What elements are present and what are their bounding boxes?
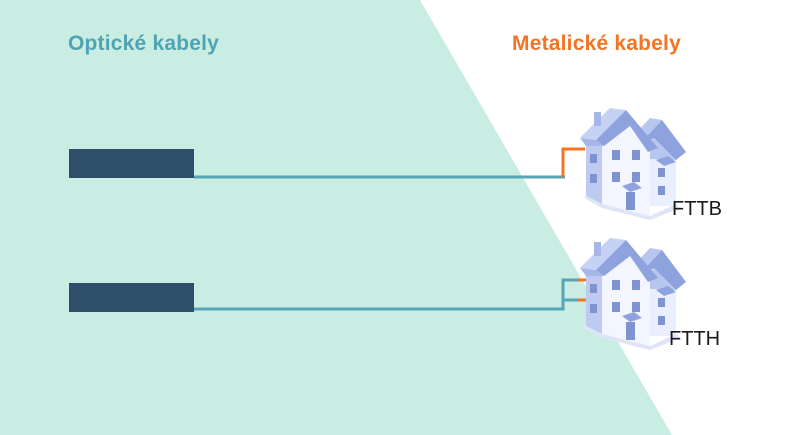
optical-heading: Optické kabely (68, 32, 220, 55)
fiber-line-ftth (194, 278, 580, 311)
metallic-heading: Metalické kabely (512, 32, 681, 55)
source-box-ftth (69, 283, 194, 312)
house-icon-fttb (580, 108, 686, 220)
optical-zone (0, 0, 672, 435)
label-ftth: FTTH (669, 328, 721, 350)
label-fttb: FTTB (672, 198, 722, 220)
copper-line-fttb (561, 147, 585, 177)
source-box-fttb (69, 149, 194, 178)
